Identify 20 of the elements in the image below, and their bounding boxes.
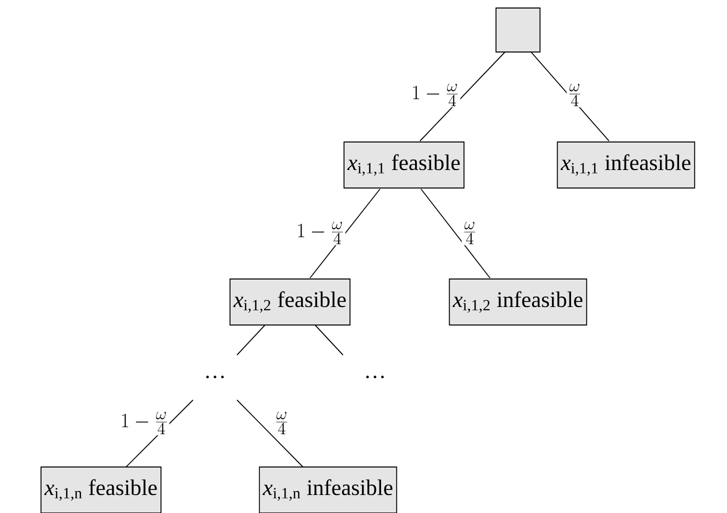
- edge-label: $1-\frac{\omega}{4}$: [410, 82, 460, 108]
- branch-line: [236, 324, 266, 356]
- ellipsis: …: [206, 376, 224, 378]
- branch-line: [314, 324, 344, 356]
- branch-line: [420, 52, 506, 142]
- empty-box: [496, 8, 540, 52]
- state-box: x$_{i,1,1}$ feasible: [344, 142, 464, 188]
- branch-line: [420, 188, 490, 278]
- edge-label: $1-\frac{\omega}{4}$: [295, 220, 346, 246]
- edge-label: $\frac{\omega}{4}$: [274, 410, 290, 436]
- state-box: x$_{i,1,n}$ feasible: [40, 466, 162, 513]
- ellipsis: …: [366, 376, 384, 378]
- state-box: x$_{i,1,n}$ infeasible: [258, 466, 398, 513]
- edge-label: $\frac{\omega}{4}$: [566, 82, 583, 108]
- state-box: x$_{i,1,2}$ infeasible: [448, 278, 588, 326]
- edge-label: $1-\frac{\omega}{4}$: [119, 410, 170, 436]
- state-box: x$_{i,1,2}$ feasible: [230, 278, 350, 326]
- edge-label: $\frac{\omega}{4}$: [462, 220, 478, 246]
- branch-line: [236, 400, 304, 468]
- state-box: x$_{i,1,1}$ infeasible: [556, 142, 696, 188]
